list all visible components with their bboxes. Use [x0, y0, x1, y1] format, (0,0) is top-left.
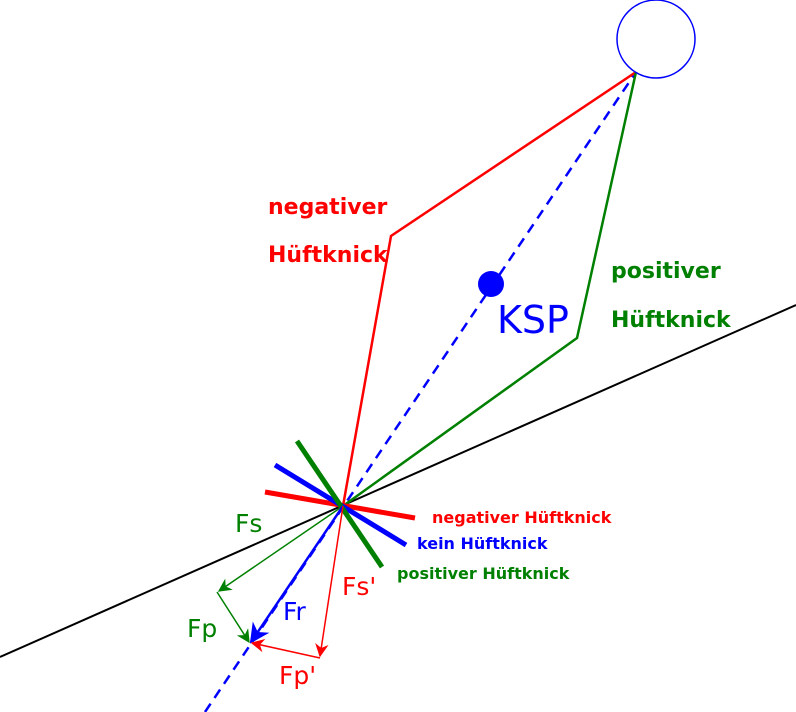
fs-prime-arrow	[315, 505, 344, 658]
positive-hip-bend-body	[342, 71, 638, 508]
ksp-dot	[478, 271, 504, 297]
legend-negative: negativer Hüftknick	[432, 508, 612, 527]
label-fp-prime: Fp'	[279, 661, 316, 690]
fs-arrow	[217, 505, 344, 592]
ski-positive	[294, 439, 385, 569]
head-circle	[616, 0, 696, 79]
label-fp: Fp	[187, 614, 217, 643]
label-negative-2: Hüftknick	[268, 243, 389, 268]
fp-arrow	[216, 591, 250, 644]
label-positive-2: Hüftknick	[611, 308, 732, 333]
negative-hip-bend-body	[341, 70, 637, 507]
legend-neutral: kein Hüftknick	[417, 534, 548, 553]
fr-arrow	[249, 505, 345, 644]
ground-slope-line	[0, 304, 796, 658]
fp-prime-arrow	[250, 639, 321, 659]
label-negative-1: negativer	[268, 195, 387, 220]
label-fs-prime: Fs'	[342, 572, 376, 601]
legend-positive: positiver Hüftknick	[397, 564, 570, 583]
label-ksp: KSP	[497, 298, 569, 342]
label-positive-1: positiver	[611, 259, 721, 284]
label-fs: Fs	[235, 509, 262, 538]
label-fr: Fr	[283, 597, 307, 626]
